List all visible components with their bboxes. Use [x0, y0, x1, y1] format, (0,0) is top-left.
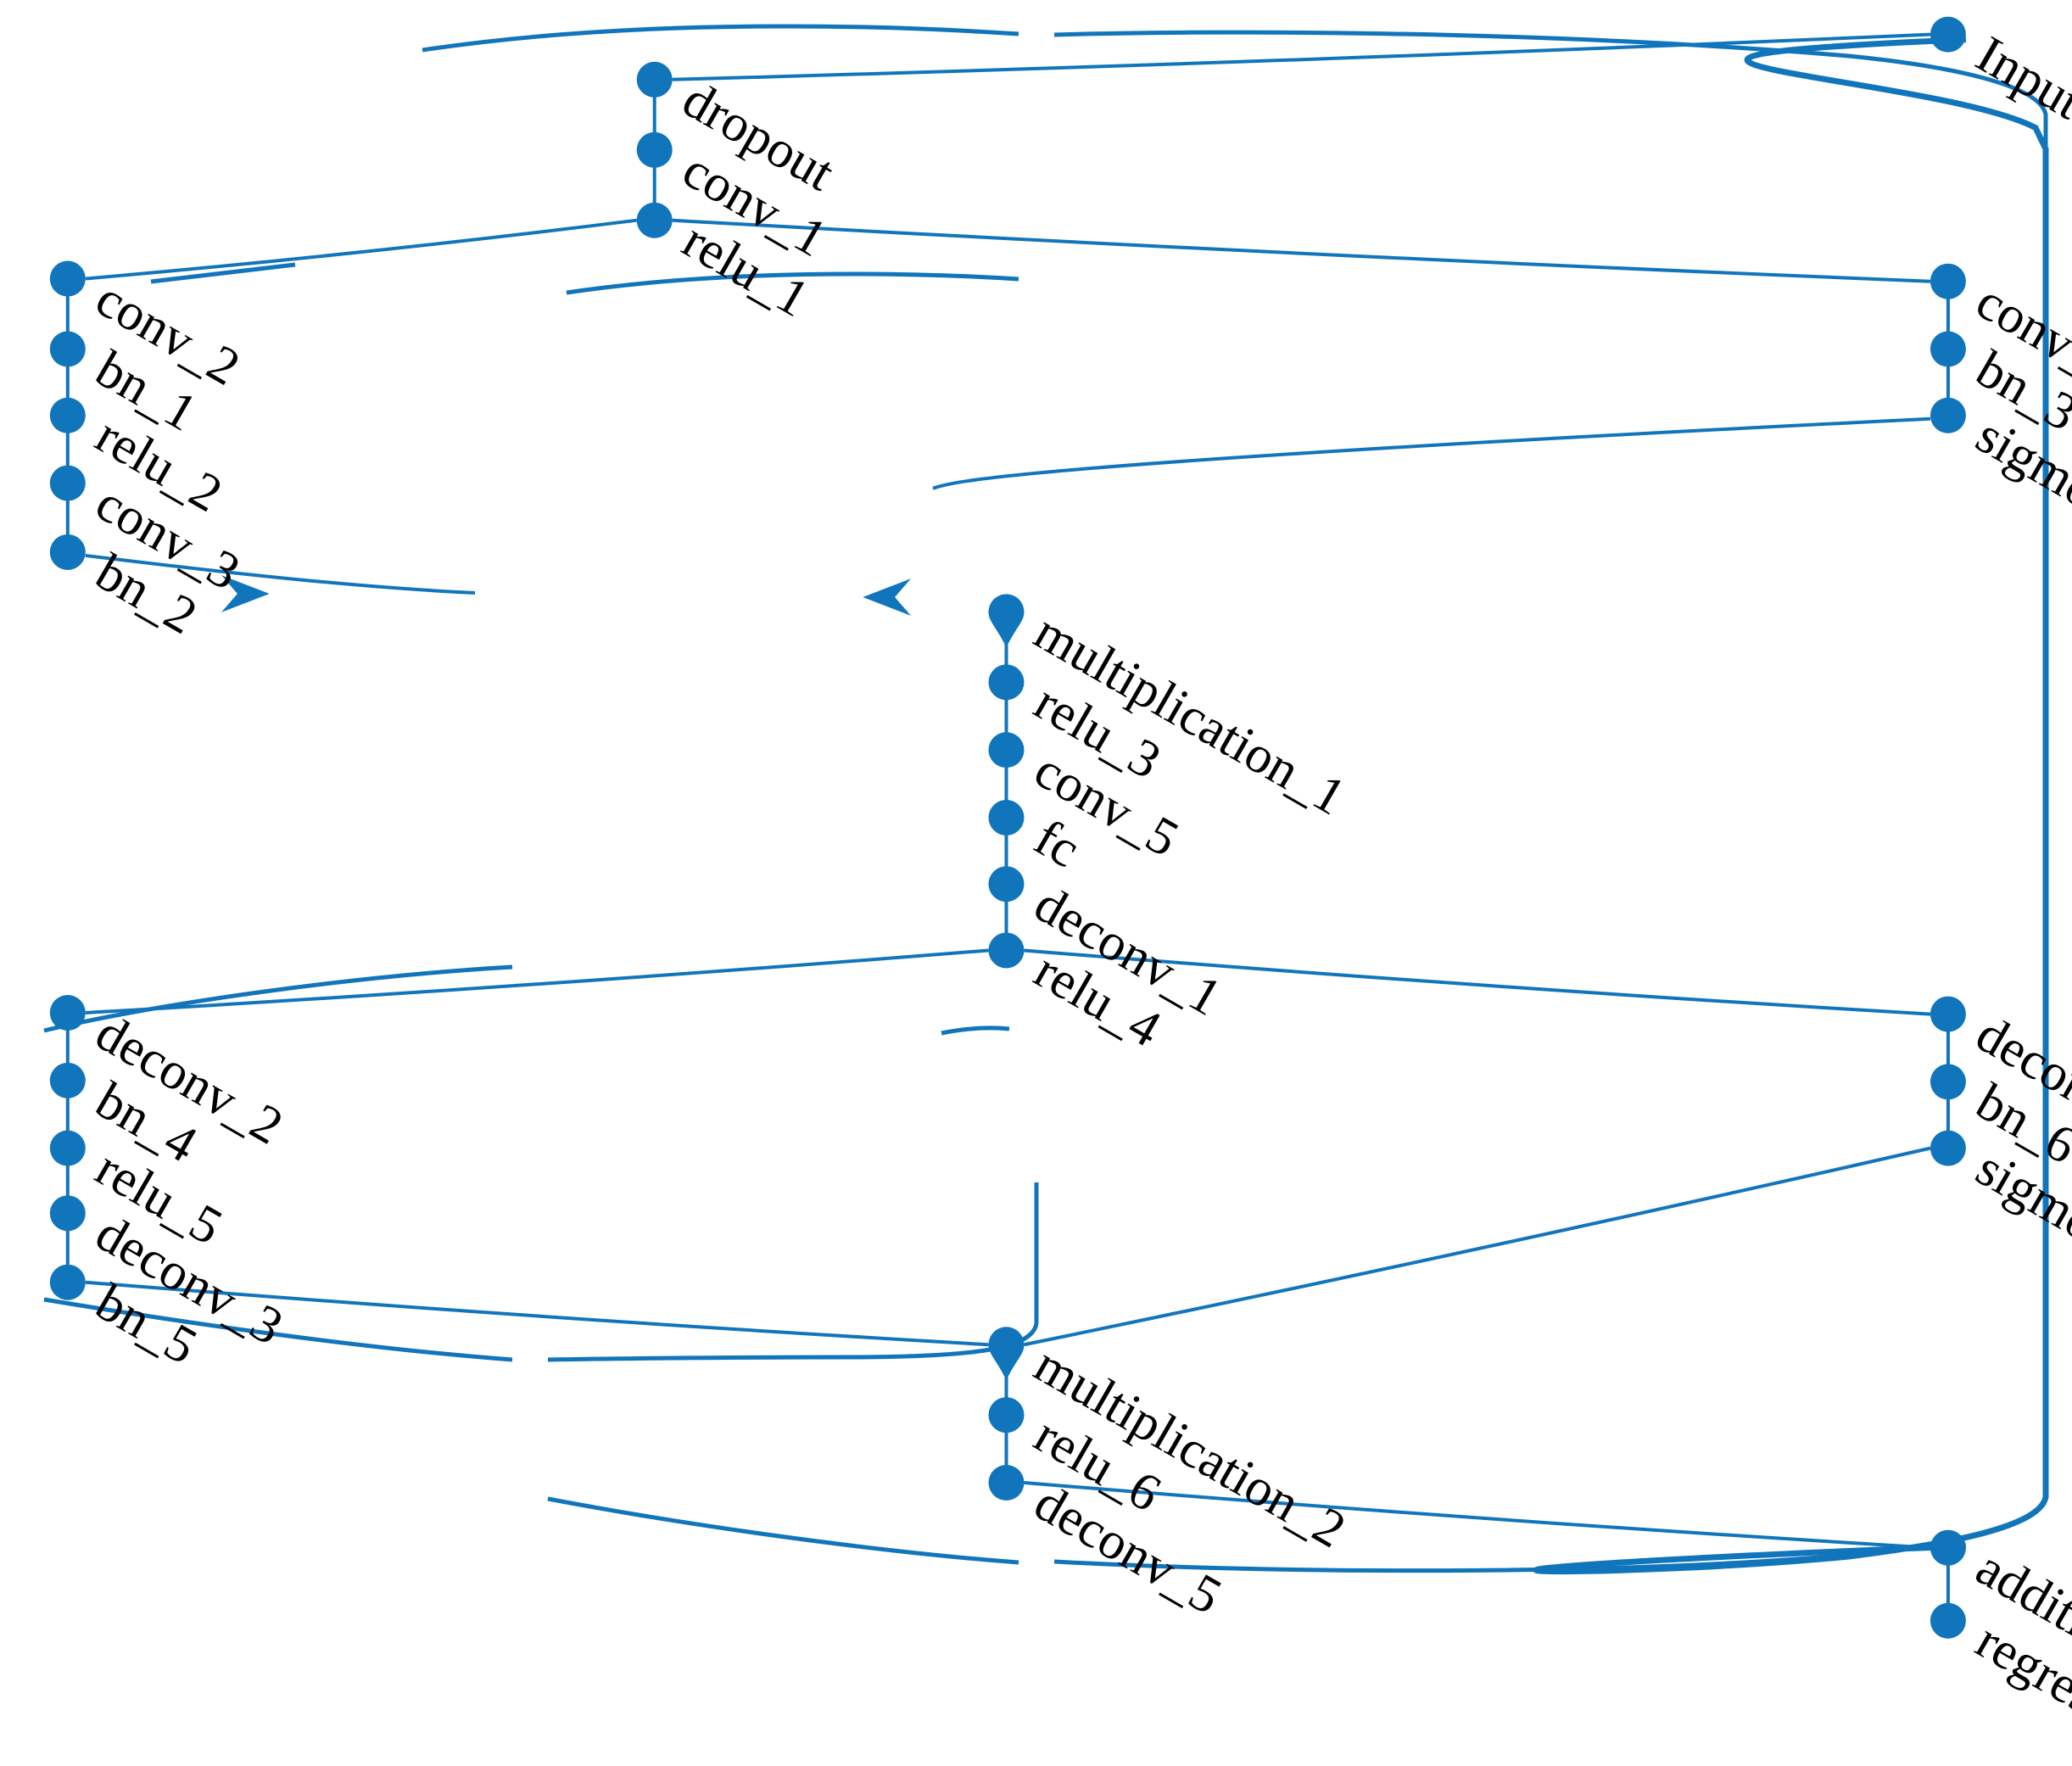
edge-relu_1-to-conv_2 — [85, 218, 637, 281]
edge-sigmoid_2-to-multiplication_2 — [1024, 1146, 1931, 1347]
edges-layer — [43, 24, 2049, 1605]
node-addition[interactable] — [1930, 1529, 1966, 1566]
node-deconv_5[interactable] — [988, 1465, 1025, 1501]
node-multiplication_1[interactable] — [988, 594, 1025, 648]
labels-layer: Inputdropoutconv_1relu_1conv_2bn_1relu_2… — [87, 25, 2072, 1766]
node-relu_1[interactable] — [636, 202, 673, 238]
edge-input-to-dropout-curve — [422, 24, 1019, 53]
node-regression[interactable] — [1930, 1602, 1966, 1639]
edge-relu_4-to-deconv_4 — [1024, 948, 1931, 1016]
edge-relu4-to-deconv4-stub — [941, 1026, 1010, 1036]
edge-relu1-to-conv2-stub — [150, 262, 296, 284]
node-conv_1[interactable] — [636, 131, 673, 168]
edge-relu1-to-conv4-curve — [566, 271, 1019, 295]
node-relu_5[interactable] — [49, 1130, 86, 1166]
edge-bn5-to-mult2-curve — [43, 1297, 513, 1362]
edge-deconv_5-to-addition — [1024, 1481, 1931, 1550]
node-deconv_4[interactable] — [1930, 996, 1966, 1032]
node-sigmoid_2[interactable] — [1930, 1130, 1966, 1166]
node-bn_2[interactable] — [49, 534, 86, 570]
node-conv_5[interactable] — [988, 732, 1025, 768]
edge-sigmoid_1-to-multiplication_1 — [932, 416, 1931, 490]
arrowhead-into-multiplication-1-left — [221, 575, 270, 612]
node-deconv_2[interactable] — [49, 995, 86, 1031]
node-input[interactable] — [1930, 16, 1966, 53]
node-relu_4[interactable] — [988, 932, 1025, 969]
node-bn_4[interactable] — [49, 1062, 86, 1098]
node-deconv_1[interactable] — [988, 866, 1025, 903]
edge-bn_5-to-multiplication_2 — [85, 1280, 989, 1347]
edge-input-to-addition-skip — [1053, 30, 2048, 1573]
edge-relu4-to-deconv2-curve — [43, 964, 513, 1033]
node-relu_3[interactable] — [988, 664, 1025, 701]
edge-relu_4-to-deconv_2 — [85, 948, 989, 1015]
node-conv_3[interactable] — [49, 465, 86, 501]
node-relu_6[interactable] — [988, 1397, 1025, 1433]
node-conv_2[interactable] — [49, 260, 86, 297]
edge-input-to-dropout — [672, 32, 1931, 81]
edge-deconv5-to-addition-curve — [547, 1496, 1019, 1565]
node-bn_3[interactable] — [1930, 331, 1966, 367]
edge-relu_1-to-conv_4 — [672, 218, 1931, 283]
nodes-layer — [49, 16, 1966, 1639]
arrowhead-into-multiplication-1-right — [863, 578, 911, 616]
node-fc[interactable] — [988, 799, 1025, 835]
node-bn_1[interactable] — [49, 331, 86, 367]
node-deconv_3[interactable] — [49, 1195, 86, 1232]
node-dropout[interactable] — [636, 61, 673, 98]
node-sigmoid_1[interactable] — [1930, 397, 1966, 433]
node-label-input: Input — [1967, 25, 2072, 131]
node-multiplication_2[interactable] — [988, 1327, 1025, 1381]
node-relu_2[interactable] — [49, 397, 86, 433]
edge-bn_2-to-multiplication_1 — [85, 553, 476, 595]
node-conv_4[interactable] — [1930, 263, 1966, 299]
node-bn_6[interactable] — [1930, 1064, 1966, 1100]
node-bn_5[interactable] — [49, 1264, 86, 1300]
